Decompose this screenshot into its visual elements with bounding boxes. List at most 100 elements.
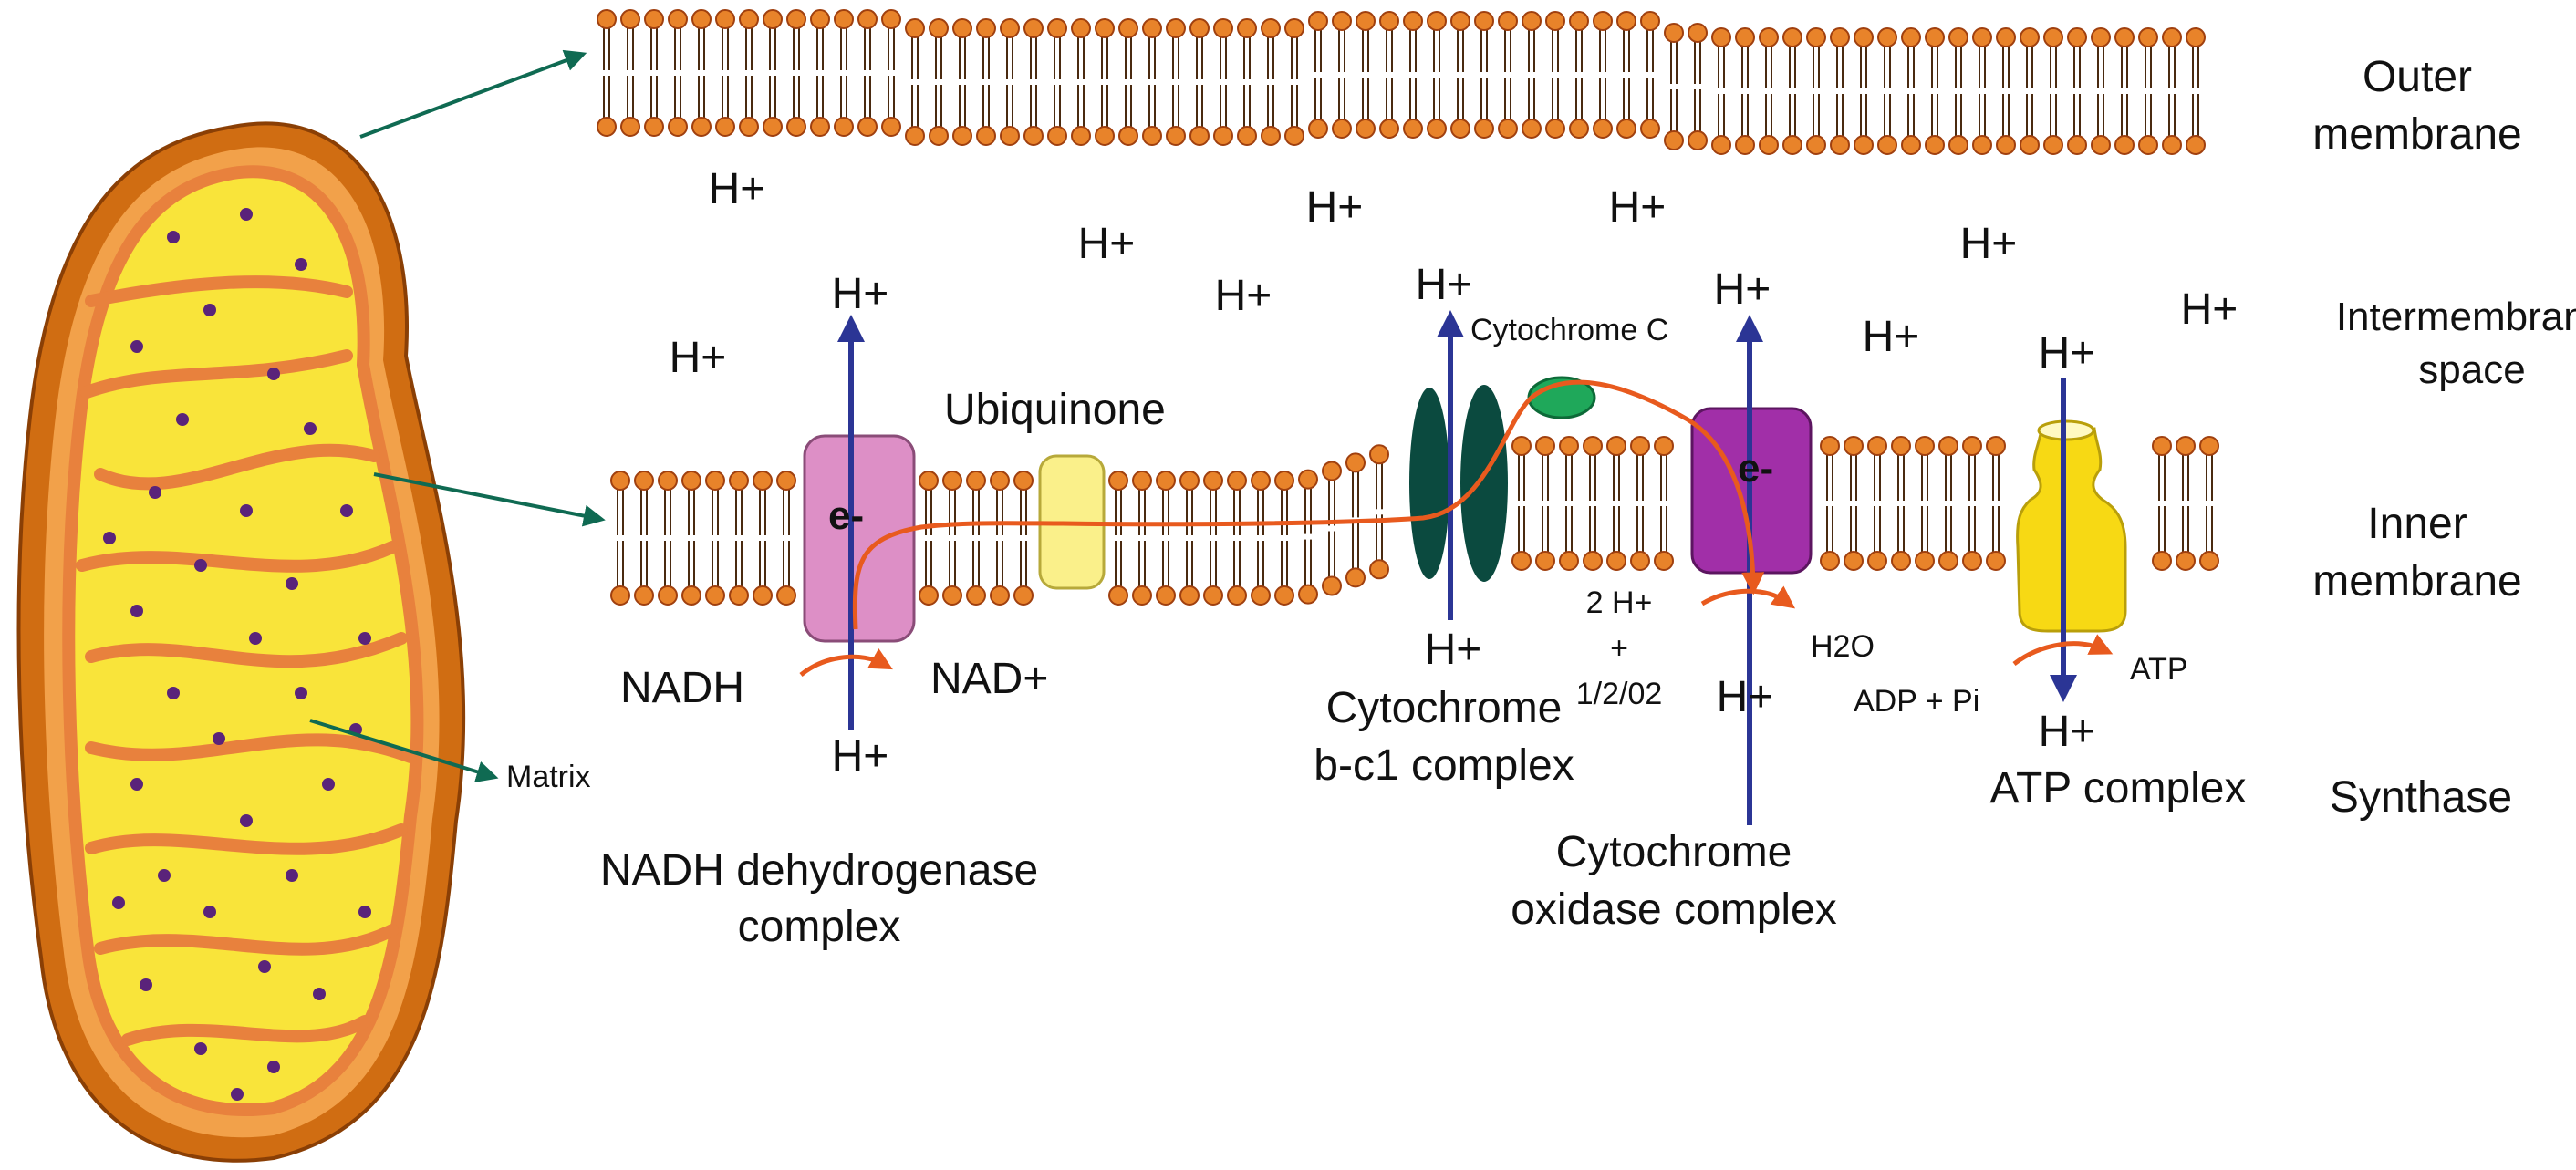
lipid-pair: [976, 18, 996, 146]
lipid-pair: [1640, 11, 1660, 139]
lipid-pair: [1369, 444, 1389, 580]
h2o-label: H2O: [1811, 629, 1875, 664]
lipid-pair: [1298, 469, 1318, 605]
cytochrome-bc1-subunit-right: [1460, 385, 1508, 582]
pointer-arrow-outer: [359, 49, 587, 139]
electron-label-nadh: e-: [828, 493, 864, 538]
water-reaction-label-line3: 1/2/02: [1576, 677, 1663, 711]
water-reaction-label-line1: 2 H+: [1586, 585, 1653, 620]
pointer-arrow-matrix: [309, 719, 499, 782]
granule: [231, 1088, 244, 1101]
inner-membrane-label-line2: membrane: [2312, 557, 2521, 606]
intermembrane-space-label-line1: Intermembrane: [2336, 295, 2576, 339]
granule: [103, 532, 116, 544]
lipid-pair: [1535, 436, 1555, 571]
lipid-pair: [1830, 27, 1850, 155]
lipid-pair: [1047, 18, 1067, 146]
nadh-dehydrogenase-label-line2: complex: [738, 903, 901, 951]
lipid-pair: [658, 471, 678, 606]
granule: [340, 504, 353, 517]
lipid-pair: [2199, 436, 2219, 571]
granule: [286, 869, 298, 882]
nadh-dehydrogenase-label-line1: NADH dehydrogenase: [600, 846, 1038, 895]
lipid-pair: [1522, 11, 1542, 139]
proton-label: H+: [1960, 220, 2018, 268]
intermembrane-space-label-line2: space: [2418, 347, 2525, 392]
granule: [203, 304, 216, 316]
lipid-pair: [1806, 27, 1826, 155]
proton-label: H+: [832, 270, 889, 318]
lipid-pair: [2152, 436, 2172, 571]
granule: [194, 559, 207, 572]
lipid-pair: [905, 18, 925, 146]
lipid-pair: [1213, 18, 1233, 146]
lipid-pair: [1000, 18, 1020, 146]
lipid-pair: [1189, 18, 1210, 146]
lipid-pair: [776, 471, 796, 606]
nadh-dehydrogenase-complex: [803, 434, 916, 643]
proton-label: H+: [1717, 673, 1774, 721]
proton-label: H+: [1215, 272, 1272, 320]
lipid-pair: [810, 9, 830, 137]
granule: [203, 906, 216, 918]
proton-label: H+: [2181, 285, 2238, 334]
lipid-pair: [668, 9, 688, 137]
lipid-pair: [881, 9, 901, 137]
lipid-pair: [2043, 27, 2063, 155]
outer-membrane-label-line2: membrane: [2312, 110, 2521, 159]
lipid-pair: [1118, 18, 1138, 146]
inner-membrane-bilayer: [610, 436, 2219, 606]
lipid-pair: [634, 471, 654, 606]
lipid-pair: [1606, 436, 1626, 571]
lipid-pair: [1332, 11, 1352, 139]
lipid-pair: [1972, 27, 1992, 155]
lipid-pair: [691, 9, 712, 137]
granule: [167, 231, 180, 243]
granule: [295, 258, 307, 271]
lipid-pair: [1474, 11, 1494, 139]
lipid-pair: [1142, 18, 1162, 146]
granule: [249, 632, 262, 645]
granule: [304, 422, 317, 435]
lipid-pair: [1274, 471, 1294, 606]
proton-label: H+: [2039, 708, 2096, 756]
lipid-pair: [2186, 27, 2206, 155]
lipid-pair: [1759, 27, 1779, 155]
lipid-pair: [1925, 27, 1945, 155]
adp-pi-label: ADP + Pi: [1854, 684, 1979, 719]
lipid-pair: [1237, 18, 1257, 146]
lipid-pair: [919, 471, 939, 606]
granule: [194, 1042, 207, 1055]
granule: [158, 869, 171, 882]
outer-membrane-bilayer: [597, 9, 2206, 155]
lipid-pair: [1108, 471, 1128, 606]
lipid-pair: [1095, 18, 1115, 146]
lipid-pair: [942, 471, 962, 606]
granule: [358, 906, 371, 918]
proton-label: H+: [709, 165, 766, 213]
electron-path: [852, 379, 1765, 630]
lipid-pair: [1227, 471, 1247, 606]
nad-plus-label: NAD+: [930, 655, 1048, 703]
lipid-pair: [1427, 11, 1447, 139]
outer-membrane-label-line1: Outer: [2363, 53, 2472, 101]
cytochrome-bc1-subunit-left: [1409, 388, 1449, 579]
mitochondrion-illustration: [16, 121, 466, 1163]
cytochrome-c-label: Cytochrome C: [1470, 313, 1668, 347]
lipid-pair: [1854, 27, 1874, 155]
electron-label-oxidase: e-: [1738, 446, 1773, 491]
synthase-label: Synthase: [2330, 773, 2512, 822]
lipid-pair: [1593, 11, 1613, 139]
proton-label: H+: [1078, 220, 1136, 268]
lipid-pair: [1203, 471, 1223, 606]
granule: [358, 632, 371, 645]
lipid-pair: [1891, 436, 1911, 571]
lipid-pair: [1545, 11, 1565, 139]
granule: [149, 486, 161, 499]
lipid-pair: [1867, 436, 1887, 571]
lipid-pair: [1583, 436, 1603, 571]
lipid-pair: [1996, 27, 2016, 155]
lipid-pair: [1511, 436, 1532, 571]
proton-labels: H+ H+ H+ H+ H+ H+ H+ H+ H+ H+ H+ H+ H+ H…: [670, 165, 2238, 781]
